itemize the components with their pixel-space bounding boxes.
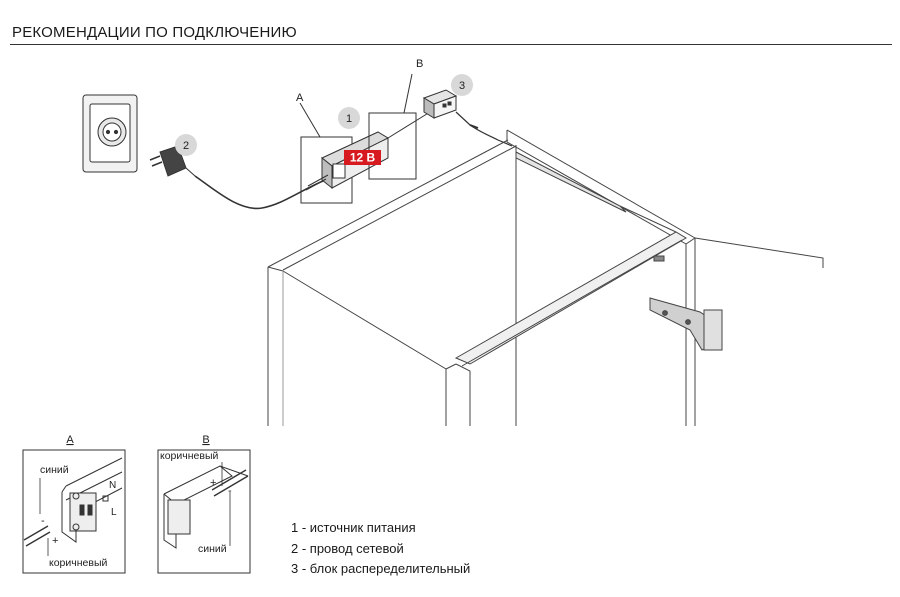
junction-block-icon <box>422 89 458 119</box>
detail-b-frame <box>368 112 417 180</box>
detail-a-plus: + <box>52 535 58 547</box>
detail-a-label-brown: коричневый <box>49 557 107 569</box>
callout-2: 2 <box>183 140 189 152</box>
detail-a: A синий - + N L коричневый <box>22 434 126 574</box>
legend-item-1: 1 - источник питания <box>291 520 416 535</box>
detail-b-title: B <box>202 434 209 446</box>
title-underline <box>10 44 892 45</box>
callout-1: 1 <box>346 113 352 125</box>
marker-a: A <box>296 92 304 104</box>
detail-b-minus: - <box>228 485 232 497</box>
voltage-tag <box>344 150 381 165</box>
detail-a-title: A <box>66 434 74 446</box>
detail-a-mark-l: L <box>111 507 117 518</box>
callout-3: 3 <box>459 80 465 92</box>
detail-a-mark-n: N <box>109 480 116 491</box>
detail-b-plus: + <box>210 477 216 489</box>
legend: 1 - источник питания 2 - провод сетевой … <box>291 518 470 580</box>
wall-socket-icon <box>82 94 138 173</box>
cabinet-drawing <box>267 129 824 426</box>
page-title: РЕКОМЕНДАЦИИ ПО ПОДКЛЮЧЕНИЮ <box>12 24 297 41</box>
detail-b: B коричневый + - синий <box>157 434 251 574</box>
detail-a-minus: - <box>41 515 45 527</box>
detail-b-label-brown: коричневый <box>160 450 218 462</box>
detail-a-label-blue: синий <box>40 464 69 476</box>
mains-cable <box>194 175 331 210</box>
legend-item-2: 2 - провод сетевой <box>291 540 404 556</box>
marker-b: B <box>416 58 423 70</box>
legend-item-3: 3 - блок распеределительный <box>291 561 471 576</box>
voltage-label: 12 В <box>350 151 376 165</box>
detail-b-label-blue: синий <box>198 543 227 555</box>
